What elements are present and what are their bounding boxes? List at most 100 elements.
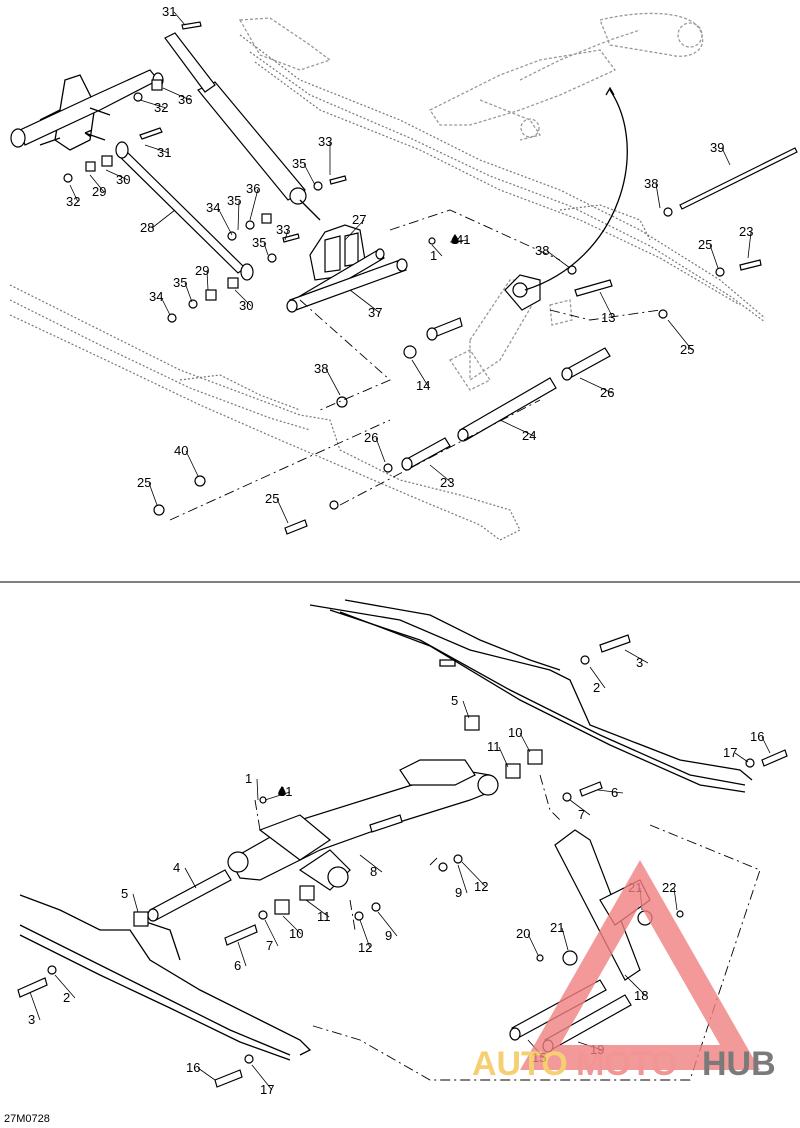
callout-label: 38 (535, 243, 549, 258)
callout-label: 35 (173, 275, 187, 290)
callout-label: 31 (157, 145, 171, 160)
callout-leader (569, 799, 591, 816)
callout-leader (667, 319, 693, 351)
callout-leader (284, 229, 289, 241)
callout-label: 35 (292, 156, 306, 171)
callout-leader (721, 147, 731, 166)
callout-leader (499, 419, 535, 437)
callout-label: 11 (317, 909, 331, 924)
callout-label: 25 (680, 342, 694, 357)
bracket-and-tube (286, 224, 436, 313)
upper-view (9, 12, 798, 541)
callout-leader (148, 482, 158, 506)
lower-guides (254, 774, 761, 1081)
callout-label: 30 (239, 298, 253, 313)
callout-leader (132, 893, 139, 913)
watermark: AUTO MOTO HUB (472, 860, 776, 1083)
callout-label: 5 (121, 886, 128, 901)
callout-label: 14 (416, 378, 430, 393)
callout-label: 17 (723, 745, 737, 760)
callout-leader (264, 791, 291, 801)
callout-label: 35 (252, 235, 266, 250)
lower-right-rail (309, 599, 753, 793)
callout-leader (655, 183, 661, 209)
callout-leader (579, 377, 613, 394)
callout-leader (162, 87, 191, 101)
callout-leader (303, 163, 316, 186)
callout-leader (325, 368, 341, 396)
callout-leader (256, 778, 259, 801)
callout-label: 25 (698, 237, 712, 252)
callout-label: 10 (508, 725, 522, 740)
callout-label: 32 (154, 100, 168, 115)
callout-label: 33 (318, 134, 332, 149)
callout-label: 7 (578, 807, 585, 822)
svg-text:AUTO MOTO HUB: AUTO MOTO HUB (472, 1045, 776, 1083)
callout-leader (546, 250, 571, 269)
watermark-auto: AUTO (472, 1045, 568, 1083)
upper-lower-bolts (153, 396, 393, 535)
callout-leader (747, 231, 752, 259)
callout-leader (105, 169, 129, 181)
callout-label: 35 (227, 193, 241, 208)
watermark-hub: HUB (702, 1045, 776, 1083)
callout-label: 11 (487, 739, 501, 754)
callout-label: 10 (289, 926, 303, 941)
callout-label: 3 (28, 1012, 35, 1027)
callout-label: 5 (451, 693, 458, 708)
callout-leader (185, 450, 199, 477)
callout-label: 23 (739, 224, 753, 239)
callout-leader (734, 752, 749, 763)
callout-label: 23 (440, 475, 454, 490)
callout-label: 22 (662, 880, 676, 895)
callout-label: 41 (456, 232, 470, 247)
callout-leader (461, 861, 487, 888)
callout-leader (359, 919, 371, 949)
callout-label: 1 (245, 771, 252, 786)
callout-label: 9 (385, 928, 392, 943)
upper-mid-hardware (167, 175, 347, 323)
callout-label: 9 (455, 885, 462, 900)
callout-label: 17 (260, 1082, 274, 1097)
callout-leader (462, 700, 470, 719)
callout-label: 26 (364, 430, 378, 445)
callout-label: 18 (634, 988, 648, 1003)
callout-leader (599, 291, 614, 319)
callout-leader (624, 974, 647, 997)
callout-leader (498, 746, 509, 768)
callout-leader (197, 1067, 216, 1081)
callout-leader (173, 11, 186, 26)
callout-leader (344, 219, 365, 241)
long-shaft (663, 147, 798, 217)
callout-label: 4 (173, 860, 180, 875)
grease-drop-icon (451, 234, 459, 244)
mid-shock (403, 274, 613, 391)
callout-label: 1 (430, 248, 437, 263)
callout-leader (237, 200, 240, 231)
callout-leader (282, 915, 302, 935)
callout-leader (249, 188, 259, 221)
upper-shock (164, 32, 307, 205)
callout-label: 7 (266, 938, 273, 953)
callout-leader (411, 359, 429, 387)
lower-bolts (17, 634, 788, 1088)
callout-leader (709, 244, 719, 269)
pivot-tube (147, 869, 232, 922)
callout-leader (359, 854, 383, 873)
callout-label: 29 (92, 184, 106, 199)
callout-leader (589, 666, 606, 689)
callout-label: 39 (710, 140, 724, 155)
callout-leader (457, 864, 468, 894)
callout-label: 25 (137, 475, 151, 490)
callout-label: 31 (162, 4, 176, 19)
callout-label: 13 (601, 310, 615, 325)
callout-label: 32 (66, 194, 80, 209)
callout-label: 27 (352, 212, 366, 227)
drawing-code: 27M0728 (4, 1113, 50, 1125)
callout-label: 16 (750, 729, 764, 744)
callout-leader (89, 174, 105, 193)
callout-label: 30 (116, 172, 130, 187)
callout-leader (237, 941, 247, 967)
callout-label: 12 (474, 879, 488, 894)
callout-label: 37 (368, 305, 382, 320)
